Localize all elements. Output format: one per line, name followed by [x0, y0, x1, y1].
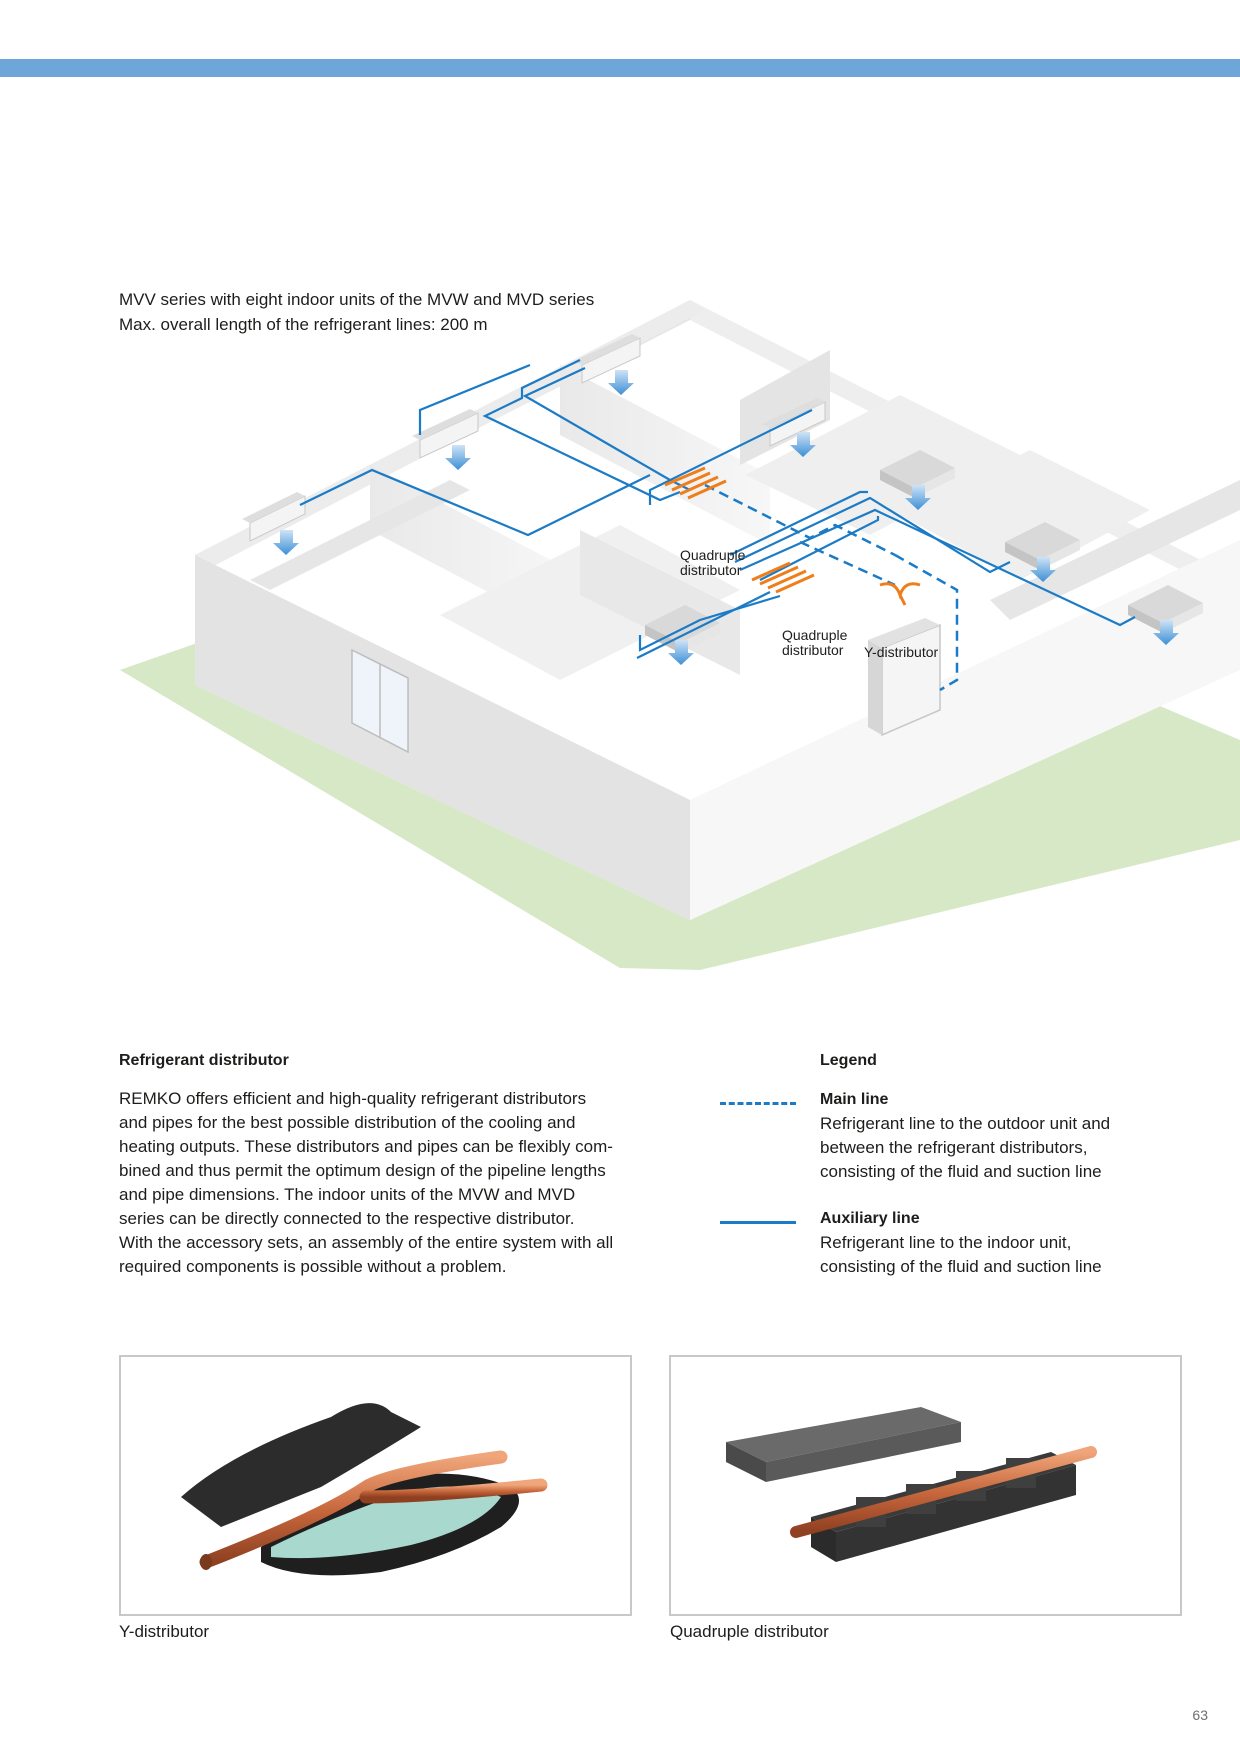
main-line-text: Main line Refrigerant line to the outdoo… [820, 1088, 1140, 1184]
auxiliary-line-desc: consisting of the fluid and suction line [820, 1257, 1102, 1276]
main-lines [704, 483, 959, 692]
section-heading: Refrigerant distributor [119, 1052, 289, 1069]
interior-wall-7 [440, 525, 740, 680]
main-line-desc: consisting of the fluid and suction line [820, 1162, 1102, 1181]
auxiliary-line-desc: Refrigerant line to the indoor unit, [820, 1233, 1072, 1252]
auxiliary-line-swatch [720, 1221, 796, 1224]
diagram-caption-line1: MVV series with eight indoor units of th… [119, 290, 595, 309]
paragraph-line: series can be directly connected to the … [119, 1209, 575, 1228]
auxiliary-line-name: Auxiliary line [820, 1210, 920, 1227]
indoor-unit-wall-1 [574, 334, 641, 384]
y-distributor-photo [119, 1355, 632, 1616]
y-distributor-caption: Y-distributor [119, 1622, 210, 1641]
main-line-desc: between the refrigerant distributors, [820, 1138, 1088, 1157]
airflow-arrows [273, 370, 1179, 665]
paragraph-line: and pipes for the best possible distribu… [119, 1113, 576, 1132]
y-distributor-symbol [879, 582, 921, 606]
header-accent-bar [0, 59, 1240, 77]
section-paragraph: REMKO offers efficient and high-quality … [119, 1087, 639, 1279]
label-quadruple-distributor-2b: distributor [782, 642, 844, 658]
legend-title: Legend [820, 1052, 877, 1069]
wall-front-left [195, 555, 690, 920]
legend-auxiliary-line: Auxiliary line Refrigerant line to the i… [720, 1207, 1140, 1277]
label-y-distributor: Y-distributor [864, 644, 939, 660]
paragraph-line: bined and thus permit the optimum design… [119, 1161, 606, 1180]
wall-front-right [690, 540, 1240, 920]
indoor-unit-wall-2 [412, 409, 479, 459]
paragraph-line: With the accessory sets, an assembly of … [119, 1233, 614, 1252]
main-line-desc: Refrigerant line to the outdoor unit and [820, 1114, 1111, 1133]
indoor-unit-wall-3 [762, 398, 826, 447]
building-installation-diagram: Quadruple distributor Quadruple distribu… [0, 280, 1240, 1000]
label-quadruple-distributor-1b: distributor [680, 562, 742, 578]
interior-wall-10 [990, 480, 1240, 620]
interior-wall-6 [900, 450, 1150, 580]
quadruple-distributor-caption: Quadruple distributor [670, 1622, 829, 1641]
indoor-unit-wall-4 [242, 492, 306, 542]
main-line-swatch [720, 1102, 796, 1105]
label-quadruple-distributor-1: Quadruple [680, 547, 746, 563]
quadruple-distributor-1 [664, 466, 727, 500]
paragraph-line: heating outputs. These distributors and … [119, 1137, 613, 1156]
interior-wall-9 [250, 480, 470, 590]
legend-main-line: Main line Refrigerant line to the outdoo… [720, 1088, 1140, 1181]
quadruple-distributor-photo [669, 1355, 1182, 1616]
label-quadruple-distributor-2: Quadruple [782, 627, 848, 643]
interior-wall-4 [740, 350, 830, 465]
diagram-caption-line2: Max. overall length of the refrigerant l… [119, 315, 488, 334]
auxiliary-lines [299, 359, 1136, 659]
auxiliary-line-text: Auxiliary line Refrigerant line to the i… [820, 1207, 1140, 1279]
paragraph-line: REMKO offers efficient and high-quality … [119, 1089, 587, 1108]
diagram-caption: MVV series with eight indoor units of th… [119, 287, 594, 337]
quadruple-distributor-2 [751, 561, 815, 594]
interior-wall-5 [745, 395, 1020, 535]
page-number: 63 [1192, 1707, 1208, 1723]
interior-wall-3 [560, 365, 770, 545]
main-line-name: Main line [820, 1091, 889, 1108]
paragraph-line: required components is possible without … [119, 1257, 507, 1276]
paragraph-line: and pipe dimensions. The indoor units of… [119, 1185, 576, 1204]
